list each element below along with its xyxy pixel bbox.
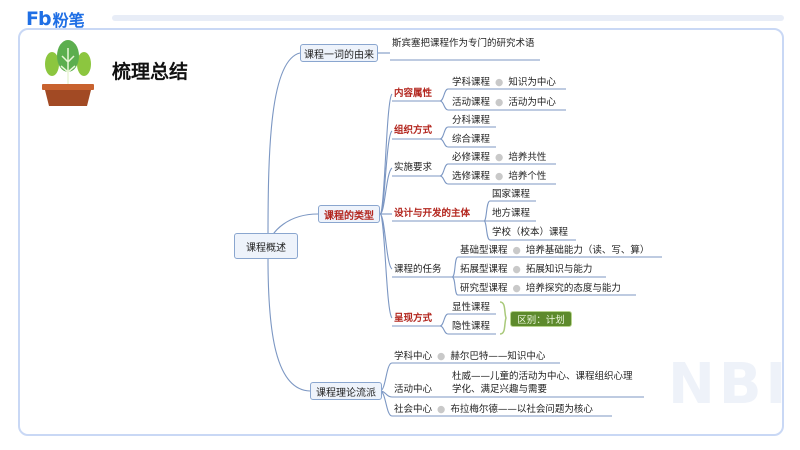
node-activity-centered-line1: 杜威——儿童的活动为中心、课程组织心理 — [452, 371, 633, 382]
content-frame — [18, 28, 784, 436]
node-hidden-course: 隐性课程 — [452, 321, 491, 332]
node-separate-course: 分科课程 — [452, 115, 491, 126]
group-task: 课程的任务 — [394, 264, 442, 275]
group-organization: 组织方式 — [394, 125, 433, 136]
node-society-centered: 社会中心●布拉梅尔德——以社会问题为核心 — [394, 404, 593, 415]
brand-mark: Fb — [26, 8, 52, 30]
node-activity-centered-line2: 学化、满足兴趣与需要 — [452, 384, 548, 395]
node-basic-course: 基础型课程●培养基础能力（读、写、算） — [460, 245, 650, 256]
node-subject-centered: 学科中心●赫尔巴特——知识中心 — [394, 351, 546, 362]
group-requirement: 实施要求 — [394, 162, 433, 173]
brand-name: 粉笔 — [52, 11, 85, 30]
node-activity-course: 活动课程●活动为中心 — [452, 97, 556, 108]
branch-theory-schools: 课程理论流派 — [310, 382, 382, 400]
node-explicit-course: 显性课程 — [452, 302, 491, 313]
node-extended-course: 拓展型课程●拓展知识与能力 — [460, 264, 593, 275]
node-school-course: 学校（校本）课程 — [492, 227, 569, 238]
node-activity-centered-label: 活动中心 — [394, 384, 433, 395]
brand-logo: Fb 粉笔 — [26, 8, 85, 30]
node-integrated-course: 综合课程 — [452, 134, 491, 145]
group-content-attr: 内容属性 — [394, 88, 433, 99]
node-subject-course: 学科课程●知识为中心 — [452, 77, 556, 88]
branch-types: 课程的类型 — [318, 205, 380, 223]
branch-origin: 课程一词的由来 — [300, 44, 378, 62]
mindmap-root: 课程概述 — [234, 233, 298, 259]
difference-tag: 区别：计划 — [510, 311, 572, 327]
watermark: NBI — [668, 352, 791, 417]
group-developer: 设计与开发的主体 — [394, 208, 471, 219]
header-bar — [112, 15, 784, 21]
page-title: 梳理总结 — [112, 61, 189, 83]
node-required-course: 必修课程●培养共性 — [452, 152, 547, 163]
node-national-course: 国家课程 — [492, 189, 531, 200]
leaf-origin: 斯宾塞把课程作为专门的研究术语 — [392, 38, 535, 49]
node-local-course: 地方课程 — [492, 208, 531, 219]
node-research-course: 研究型课程●培养探究的态度与能力 — [460, 283, 621, 294]
plant-pot-icon — [42, 40, 94, 106]
group-presentation: 呈现方式 — [394, 313, 433, 324]
node-elective-course: 选修课程●培养个性 — [452, 171, 547, 182]
